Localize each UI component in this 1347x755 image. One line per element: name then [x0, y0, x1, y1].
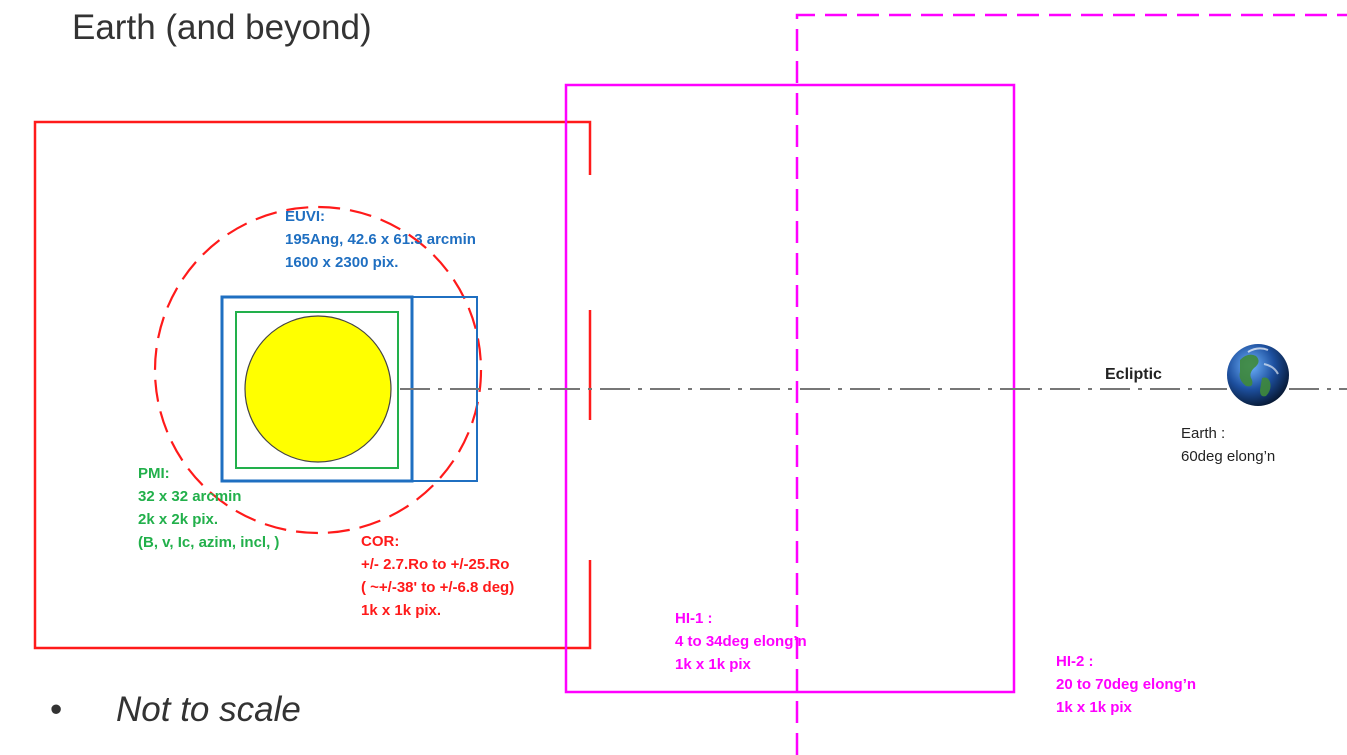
- cor-label-line: +/- 2.7.Ro to +/-25.Ro: [361, 553, 514, 576]
- cor-label-line: COR:: [361, 530, 514, 553]
- pmi-label: PMI: 32 x 32 arcmin 2k x 2k pix. (B, v, …: [138, 462, 279, 554]
- cor-label-line: 1k x 1k pix.: [361, 599, 514, 622]
- euvi-label-line: 195Ang, 42.6 x 61.3 arcmin: [285, 228, 476, 251]
- earth-label-line: Earth :: [1181, 422, 1275, 445]
- note-text: Not to scale: [116, 690, 301, 729]
- cor-label: COR: +/- 2.7.Ro to +/-25.Ro ( ~+/-38' to…: [361, 530, 514, 622]
- earth-globe-icon: [1227, 344, 1289, 406]
- euvi-label-line: EUVI:: [285, 205, 476, 228]
- hi1-label-line: HI-1 :: [675, 607, 807, 630]
- earth-label: Earth : 60deg elong’n: [1181, 422, 1275, 468]
- pmi-label-line: 2k x 2k pix.: [138, 508, 279, 531]
- page-title: Earth (and beyond): [72, 8, 372, 48]
- bullet-icon: •: [50, 690, 116, 730]
- pmi-label-line: PMI:: [138, 462, 279, 485]
- cor-label-line: ( ~+/-38' to +/-6.8 deg): [361, 576, 514, 599]
- hi1-label-line: 1k x 1k pix: [675, 653, 807, 676]
- earth-label-line: 60deg elong’n: [1181, 445, 1275, 468]
- hi1-label: HI-1 : 4 to 34deg elong’n 1k x 1k pix: [675, 607, 807, 676]
- euvi-label: EUVI: 195Ang, 42.6 x 61.3 arcmin 1600 x …: [285, 205, 476, 274]
- pmi-label-line: 32 x 32 arcmin: [138, 485, 279, 508]
- hi2-label-line: 20 to 70deg elong’n: [1056, 673, 1196, 696]
- sun-disc-icon: [245, 316, 391, 462]
- ecliptic-label: Ecliptic: [1105, 363, 1162, 386]
- hi2-label-line: 1k x 1k pix: [1056, 696, 1196, 719]
- hi2-label: HI-2 : 20 to 70deg elong’n 1k x 1k pix: [1056, 650, 1196, 719]
- not-to-scale-note: •Not to scale: [50, 690, 301, 730]
- hi2-label-line: HI-2 :: [1056, 650, 1196, 673]
- pmi-label-line: (B, v, Ic, azim, incl, ): [138, 531, 279, 554]
- euvi-label-line: 1600 x 2300 pix.: [285, 251, 476, 274]
- hi1-label-line: 4 to 34deg elong’n: [675, 630, 807, 653]
